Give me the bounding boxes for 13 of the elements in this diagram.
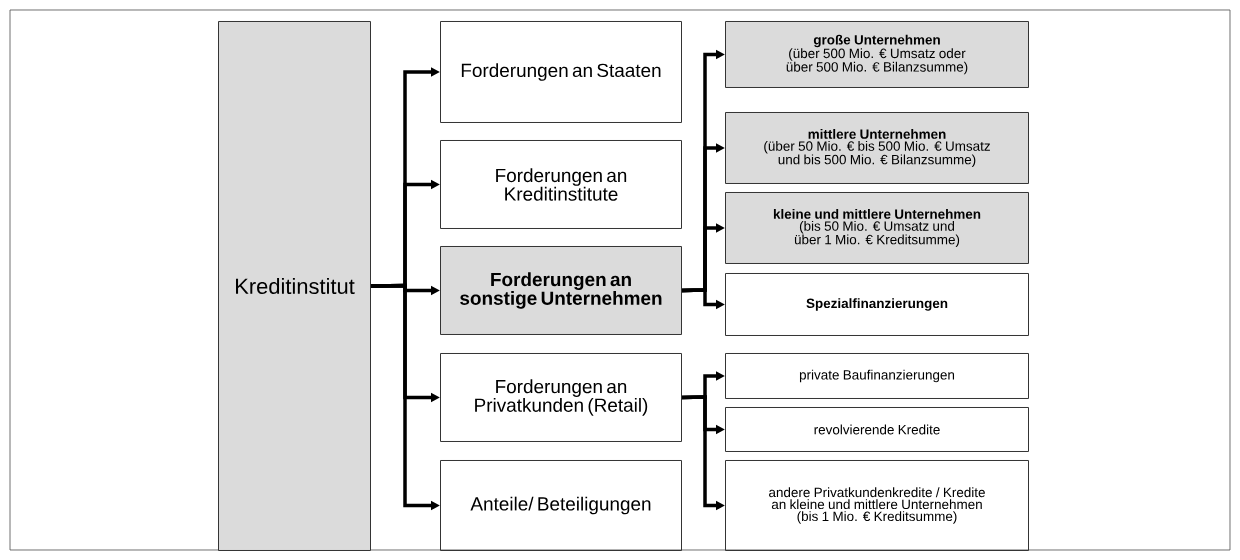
subcategory-box: revolvierende Kredite [725,407,1029,452]
subcategory-box: große Unternehmen (über 500 Mio. € Umsatz oder über 500 Mio. € Bilanzsumme) [725,21,1029,88]
subcategory-box: private Baufinanzierungen [725,353,1029,399]
subcategory-box: kleine und mittlere Unternehmen (bis 50 Mio. € Umsatz und über 1 Mio. € Kreditsumme) [725,192,1029,264]
root-box: Kreditinstitut [218,21,371,551]
category-box: Forderungen an sonstige Unternehmen [440,246,682,335]
subcategory-box: mittlere Unternehmen (über 50 Mio. € bis 500 Mio. € Umsatz und bis 500 Mio. € Bilanzsumme) [725,112,1029,184]
category-box: Forderungen an Staaten [440,21,682,123]
subcategory-box: andere Privatkundenkredite / Kredite an kleine und mittlere Unternehmen (bis 1 Mio. € Kreditsumme) [725,460,1029,551]
category-box: Forderungen an Kreditinstitute [440,140,682,229]
category-box: Forderungen an Privatkunden (Retail) [440,353,682,442]
subcategory-box: Spezialfinanzierungen [725,273,1029,336]
category-box: Anteile/ Beteiligungen [440,460,682,551]
